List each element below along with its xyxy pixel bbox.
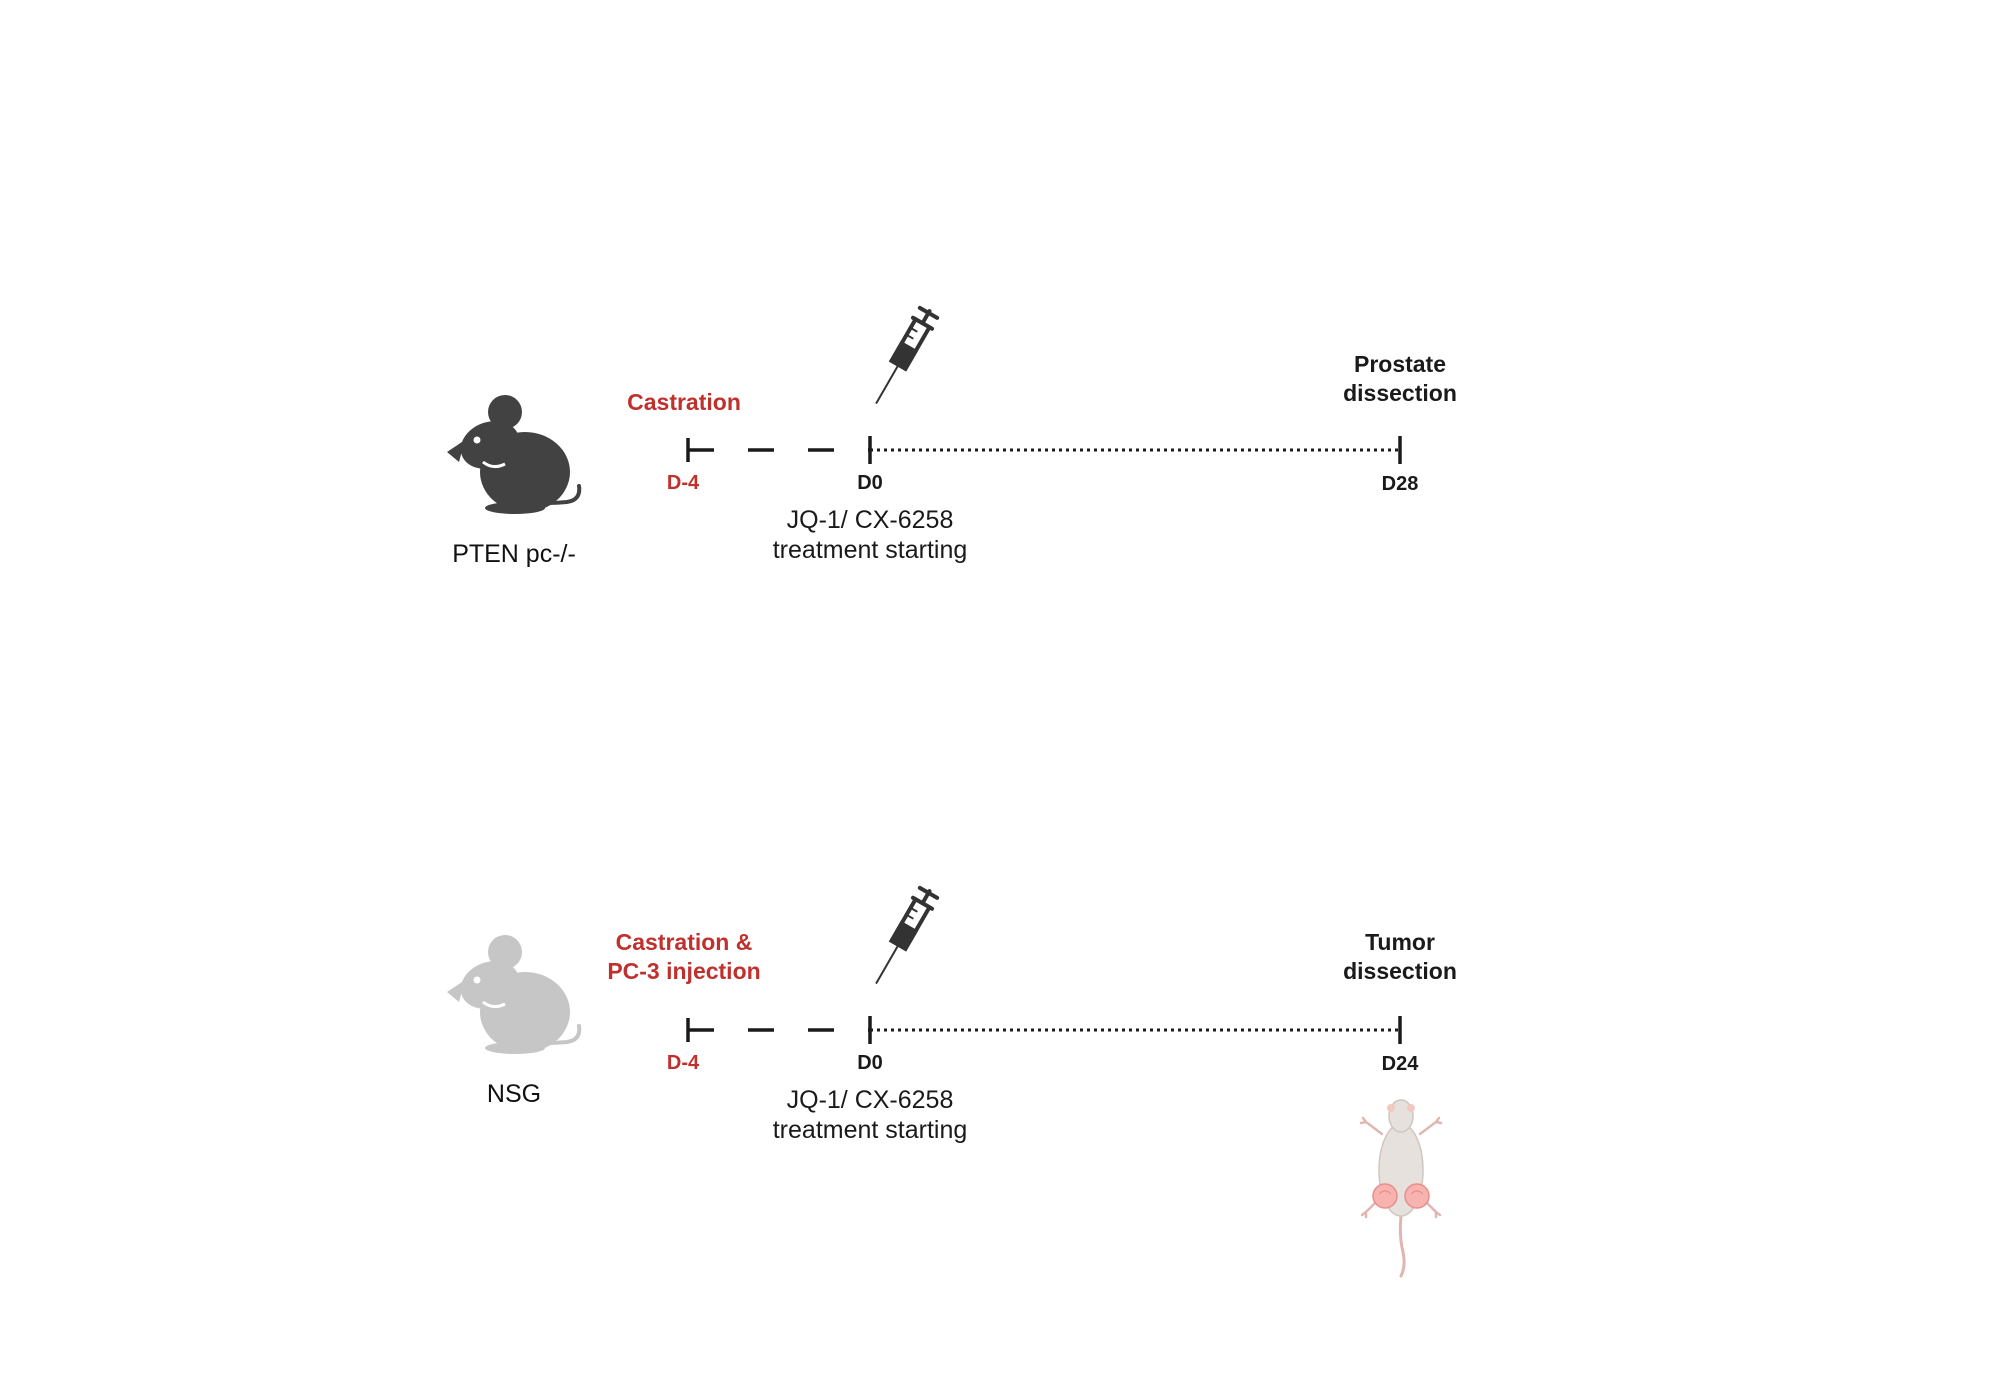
day-end-label: D24 [1381,1053,1419,1075]
mouse-icon [447,935,582,1054]
treatment-label: JQ-1/ CX-6258 treatment starting [772,1086,968,1144]
day-start-label: D-4 [666,472,700,494]
treatment-label: JQ-1/ CX-6258 treatment starting [772,506,968,564]
syringe-icon [875,885,940,984]
day-treat-label: D0 [857,472,883,494]
end-event-label: Tumor dissection [1343,929,1457,984]
syringe-icon [875,305,940,404]
pre-event-label: Castration & PC-3 injection [607,929,761,984]
end-event-label: Prostate dissection [1343,351,1457,406]
mouse-label: NSG [486,1080,542,1108]
day-end-label: D28 [1381,473,1419,495]
day-start-label: D-4 [666,1052,700,1074]
tumor-mouse-icon [1359,1099,1443,1278]
day-treat-label: D0 [857,1052,883,1074]
timeline [686,436,1402,464]
pre-event-label: Castration [627,389,741,415]
mouse-icon [447,395,582,514]
mouse-label: PTEN pc-/- [452,540,576,568]
timeline [686,1016,1402,1044]
